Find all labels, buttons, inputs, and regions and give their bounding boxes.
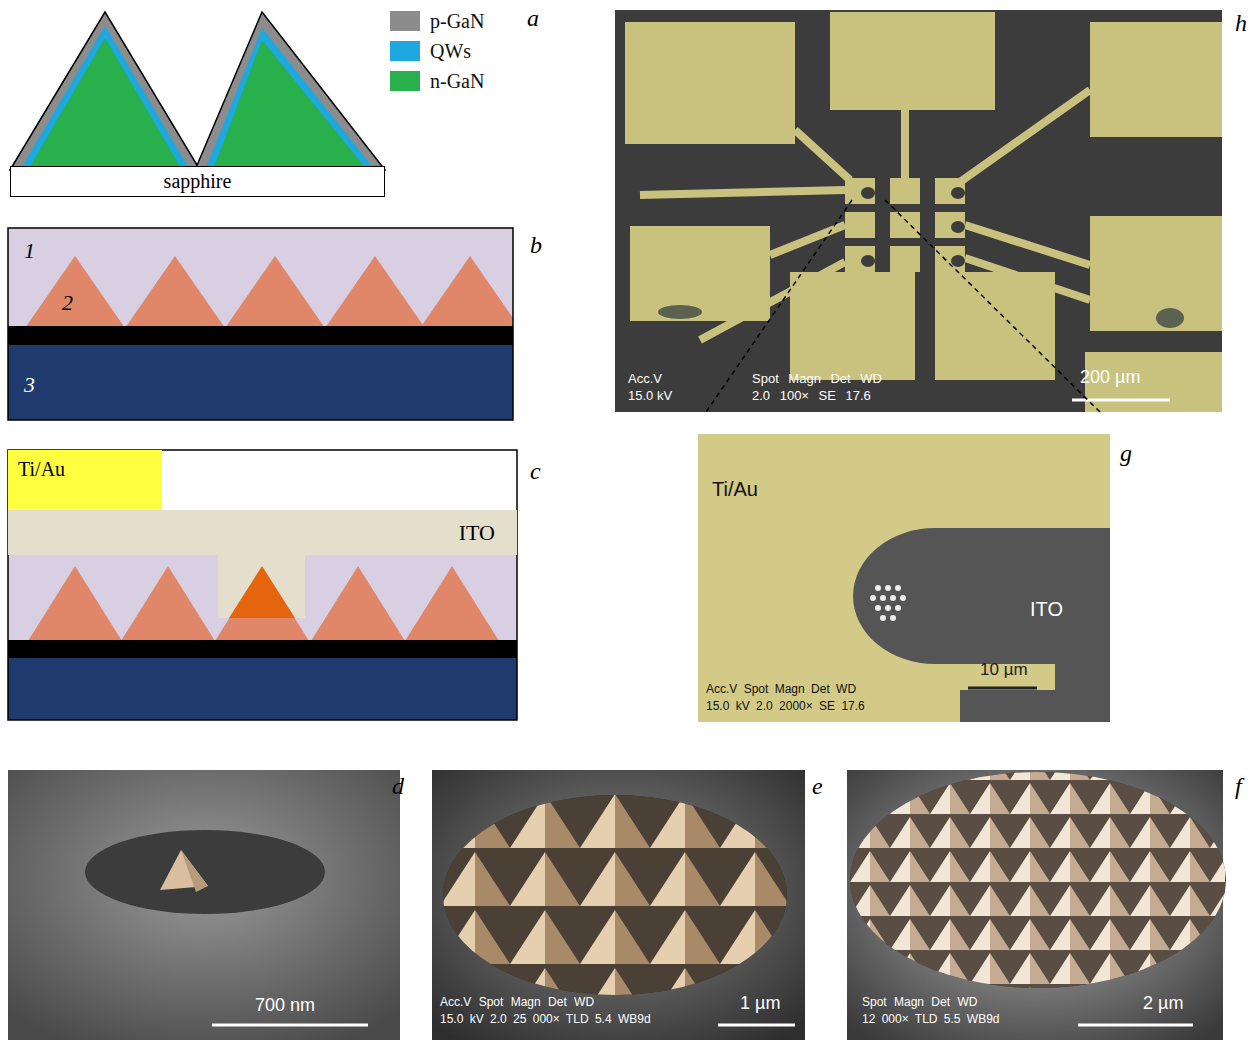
sem-info: 15.0 kV [628,389,672,404]
panel-b-drawing [8,228,513,420]
panel-letter: e [812,773,823,801]
callout-number: 3 [24,372,35,397]
sem-info: Acc.V [628,372,662,387]
scale-bar-label: 2 µm [1143,993,1183,1014]
sem-info: 15.0 kV 2.0 2000× SE 17.6 [706,700,865,714]
sem-image-d [8,770,400,1040]
node-label: ITO [459,520,495,546]
panel-letter: a [527,5,539,33]
sem-image-e [430,770,810,1040]
panel-letter: g [1120,440,1132,468]
scale-bar-label: 700 nm [255,995,315,1016]
callout-number: 2 [62,290,73,315]
sem-info: 15.0 kV 2.0 25 000× TLD 5.4 WB9d [440,1013,651,1027]
node-label: sapphire [164,170,232,193]
legend: p-GaN QWs n-GaN [390,6,484,96]
region-label: Ti/Au [712,478,758,501]
legend-text: n-GaN [430,70,484,93]
sem-info: Spot Magn Det WD [752,372,882,387]
sem-image-g [698,434,1110,722]
legend-swatch [390,11,420,31]
callout-number: 1 [24,238,35,263]
sem-info: Acc.V Spot Magn Det WD [440,996,594,1010]
panel-a-drawing [10,12,385,170]
legend-swatch [390,41,420,61]
region-label: ITO [1030,598,1063,621]
contact-pad: Ti/Au [8,450,162,510]
sem-image-f [845,770,1226,1040]
legend-row: QWs [390,36,484,66]
sem-info: Acc.V Spot Magn Det WD [706,683,856,697]
panel-letter: f [1235,773,1242,801]
legend-row: n-GaN [390,66,484,96]
panel-letter: c [530,458,541,486]
sem-image-h [615,10,1222,412]
scale-bar-label: 10 µm [980,660,1028,680]
sem-info: Spot Magn Det WD [862,996,977,1010]
substrate-band: sapphire [10,166,385,197]
legend-row: p-GaN [390,6,484,36]
scale-bar-label: 1 µm [740,993,780,1014]
node-label: Ti/Au [18,458,65,481]
panel-letter: d [392,773,404,801]
panel-c-drawing [8,450,517,720]
legend-swatch [390,71,420,91]
panel-letter: b [530,232,542,260]
sem-info: 12 000× TLD 5.5 WB9d [862,1013,1000,1027]
legend-text: p-GaN [430,10,484,33]
panel-letter: h [1235,10,1247,38]
scale-bar-label: 200 µm [1080,367,1140,388]
ito-layer: ITO [8,510,517,555]
sem-info: 2.0 100× SE 17.6 [752,389,871,404]
legend-text: QWs [430,40,471,63]
